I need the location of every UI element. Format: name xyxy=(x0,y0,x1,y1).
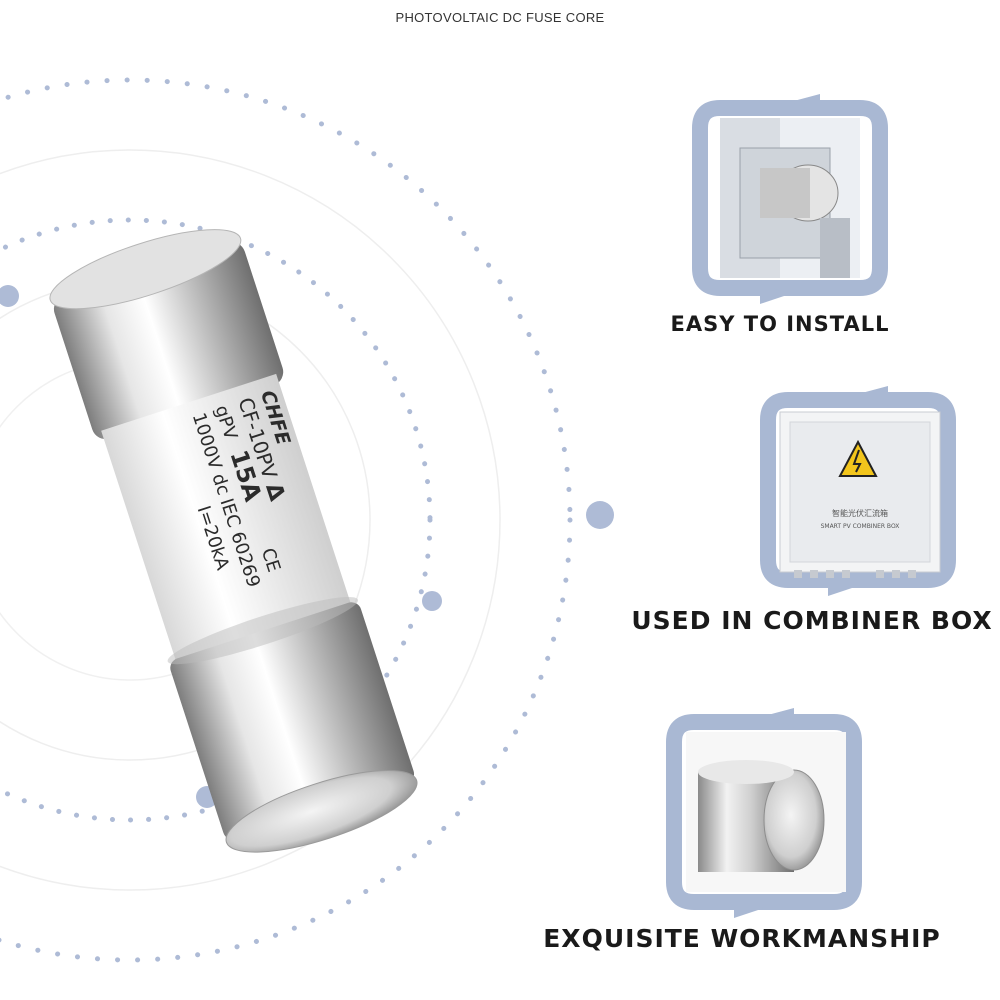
orbit-dots xyxy=(0,285,614,808)
feature-combiner-box: 智能光伏汇流箱 SMART PV COMBINER BOX xyxy=(758,380,958,600)
fuse-holder-install-image xyxy=(692,94,888,304)
arrow-icon xyxy=(760,284,790,304)
page-title: PHOTOVOLTAIC DC FUSE CORE xyxy=(395,10,605,25)
fuse-illustration xyxy=(49,229,418,853)
svg-text:SMART PV COMBINER BOX: SMART PV COMBINER BOX xyxy=(821,523,900,530)
feature-label: EXQUISITE WORKMANSHIP xyxy=(543,924,941,953)
arrow-icon xyxy=(790,94,820,114)
arrow-icon xyxy=(734,898,764,918)
svg-text:Δ: Δ xyxy=(260,480,289,504)
feature-label: EASY TO INSTALL xyxy=(670,312,890,336)
warning-icon xyxy=(838,439,878,477)
fuse-cap-closeup-image xyxy=(666,708,862,918)
arrow-icon xyxy=(764,708,794,728)
arrow-icon xyxy=(828,576,858,596)
combiner-box-image: 智能光伏汇流箱 SMART PV COMBINER BOX xyxy=(760,386,956,596)
feature-easy-install xyxy=(690,88,890,308)
arrow-icon xyxy=(858,386,888,406)
feature-label: USED IN COMBINER BOX xyxy=(631,606,993,635)
feature-workmanship xyxy=(664,702,864,922)
svg-text:智能光伏汇流箱: 智能光伏汇流箱 xyxy=(832,508,888,518)
